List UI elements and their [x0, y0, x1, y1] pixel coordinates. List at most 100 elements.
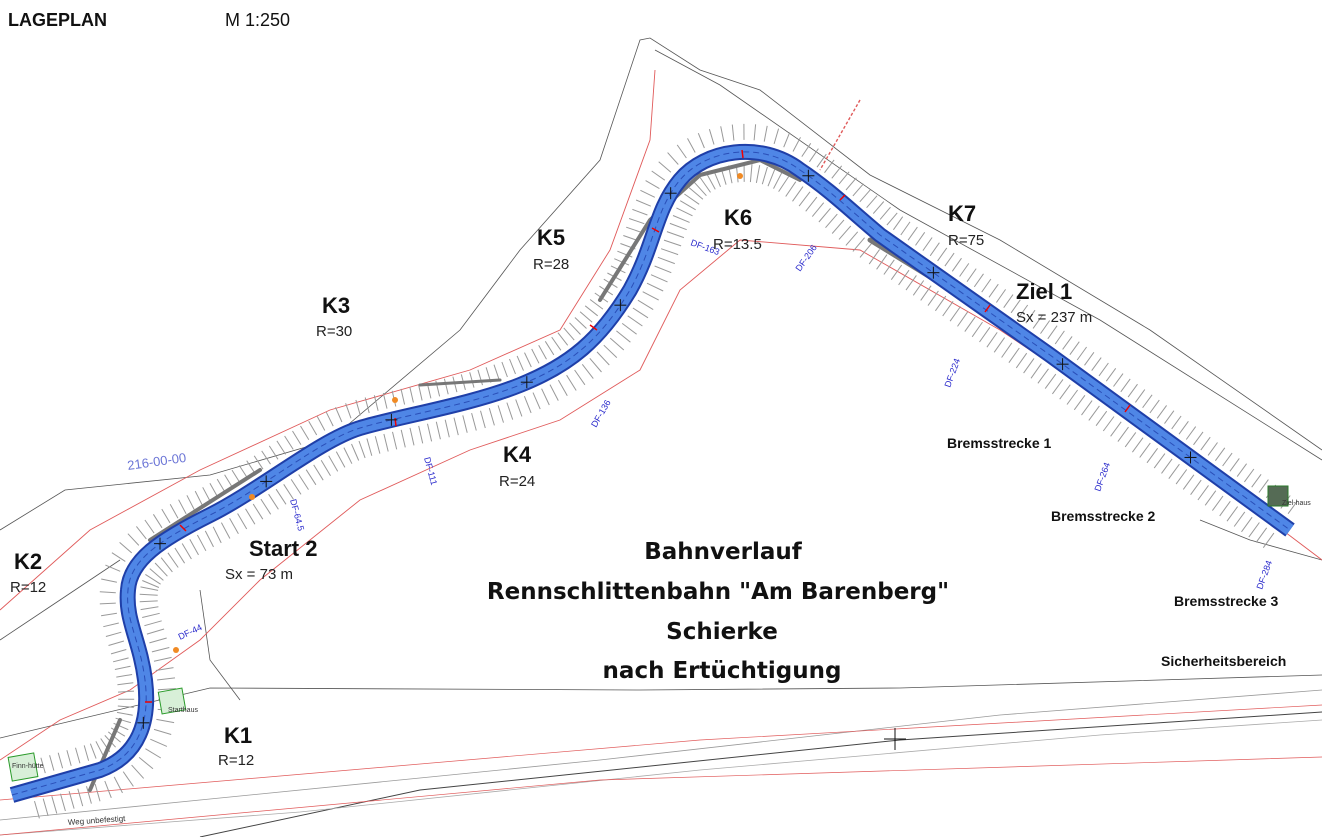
- hatch-line: [898, 269, 910, 286]
- sicherheitsbereich: Sicherheitsbereich: [1161, 653, 1286, 669]
- hatch-line: [194, 490, 203, 506]
- hatch-line: [469, 372, 475, 388]
- hatch-line: [95, 741, 104, 756]
- hatch-line: [868, 249, 881, 265]
- hatch-line: [1113, 373, 1124, 387]
- hatch-line: [838, 171, 850, 185]
- hatch-line: [628, 218, 645, 225]
- hatch-line: [400, 429, 406, 448]
- hatch-line: [113, 776, 123, 794]
- hatch-line: [1197, 485, 1209, 501]
- crosshair-marker: [884, 728, 906, 750]
- title-line-3: Schierke: [666, 619, 778, 645]
- hatch-line: [1084, 352, 1095, 366]
- hatch-line: [189, 538, 199, 556]
- hatch-line: [551, 336, 562, 351]
- hatch-line: [642, 291, 659, 301]
- hatch-line: [731, 124, 735, 141]
- hatch-line: [1110, 421, 1122, 437]
- hatch-line: [640, 189, 656, 198]
- hatch-line: [316, 416, 326, 431]
- hatch-line: [104, 780, 112, 798]
- hatch-line: [308, 420, 318, 436]
- hatch-line: [400, 388, 406, 405]
- hatch-line: [1098, 362, 1109, 377]
- hatch-line: [1222, 452, 1233, 467]
- hatch-line: [261, 450, 271, 465]
- df-label-8: DF-264: [1092, 461, 1112, 493]
- hatch-line: [116, 711, 133, 716]
- hatch-line: [488, 407, 495, 426]
- hatch-line: [418, 425, 424, 444]
- hatch-line: [1062, 336, 1073, 350]
- hatch-line: [60, 793, 66, 812]
- building-zielhaus: Ziel-haus: [1267, 485, 1311, 507]
- hatch-line: [650, 274, 668, 283]
- hatch-line: [110, 649, 127, 655]
- hatch-line: [1229, 458, 1240, 472]
- hatch-line: [886, 212, 898, 226]
- hatch-line: [557, 379, 568, 397]
- hatch-line: [927, 290, 939, 306]
- hatch-line: [153, 656, 172, 662]
- hatch-line: [929, 242, 940, 257]
- hatch-line: [1233, 511, 1246, 527]
- hatch-line: [493, 364, 500, 381]
- hatch-line: [462, 415, 468, 433]
- hatch-line: [1044, 373, 1057, 389]
- hatch-line: [131, 764, 145, 779]
- hatch-line: [156, 718, 175, 724]
- curve-k3-name: K3: [322, 293, 350, 318]
- hatch-line: [1134, 389, 1146, 403]
- hatch-line: [651, 170, 666, 181]
- hatch-line: [621, 322, 637, 335]
- hatch-line: [268, 493, 279, 510]
- hatch-line: [617, 250, 633, 258]
- hatch-line: [1156, 405, 1168, 419]
- hatch-line: [538, 345, 547, 360]
- hatch-line: [136, 526, 147, 540]
- hatch-line: [1226, 506, 1239, 522]
- df-label-9: DF-284: [1254, 559, 1274, 591]
- hatch-line: [427, 423, 433, 442]
- hatch-line: [140, 606, 159, 611]
- hatch-line: [1051, 379, 1064, 395]
- hatch-line: [706, 173, 716, 190]
- hatch-line: [1207, 442, 1218, 456]
- hatch-line: [142, 612, 160, 618]
- hatch-line: [1032, 315, 1043, 329]
- hatch-line: [818, 207, 831, 223]
- hatch-line: [515, 399, 523, 417]
- scale-label: M 1:250: [225, 10, 290, 30]
- hatch-line: [497, 405, 504, 423]
- hatch-line: [761, 166, 768, 185]
- hatch-line: [942, 301, 954, 317]
- hatch-line: [1178, 421, 1189, 435]
- hatch-line: [1017, 304, 1029, 319]
- hatch-line: [1200, 436, 1211, 451]
- df-label-4: DF-136: [589, 398, 613, 429]
- hatch-line: [229, 517, 239, 535]
- hatch-line: [343, 447, 353, 464]
- starthaus-label: Starthaus: [168, 707, 198, 714]
- hatch-line: [392, 431, 398, 450]
- hatch-line: [1066, 389, 1079, 405]
- hatch-line: [351, 443, 360, 461]
- hatch-line: [364, 397, 370, 414]
- hatch-line: [253, 455, 264, 470]
- hatch-line: [767, 169, 776, 187]
- hatch-line: [149, 637, 167, 644]
- hatch-line: [801, 143, 812, 157]
- crosshair-marker: [1056, 358, 1069, 371]
- hatch-line: [153, 728, 172, 735]
- hatch-line: [501, 361, 508, 378]
- hatch-line: [663, 239, 682, 247]
- hatch-line: [1171, 415, 1182, 430]
- hatch-line: [115, 717, 132, 724]
- hatch-line: [117, 705, 134, 708]
- hatch-line: [805, 196, 818, 212]
- zielhaus-label: Ziel-haus: [1282, 500, 1311, 507]
- hatch-line: [687, 138, 696, 153]
- hatch-line: [139, 593, 158, 596]
- hatch-line: [110, 727, 126, 737]
